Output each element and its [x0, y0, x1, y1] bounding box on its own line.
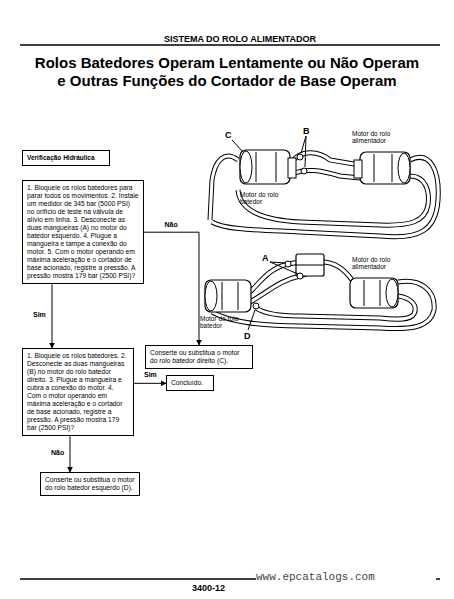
section-header: SISTEMA DO ROLO ALIMENTADOR: [140, 34, 340, 44]
result-box: Conserte ou substitua o motor do rolo ba…: [40, 472, 140, 496]
header-rule: [20, 44, 440, 46]
edge-label: Não: [50, 449, 65, 457]
leader-line: [305, 136, 306, 167]
leader-line: [248, 310, 255, 330]
edge-label: Não: [164, 221, 179, 229]
result-box: Conserte ou substitua o motor do rolo ba…: [145, 345, 253, 369]
box-text: 1. Bloqueie os rolos batedores. 2. Desco…: [27, 352, 129, 432]
edge-label: Sim: [32, 311, 47, 319]
part-label: Motor do rolo alimentador: [352, 130, 408, 145]
result-box: Concluído.: [166, 375, 214, 391]
box-text: Conserte ou substitua o motor do rolo ba…: [150, 349, 248, 365]
page-number: 3400-12: [192, 583, 242, 593]
motor: [240, 150, 410, 184]
part-label: Motor do rolo alimentador: [352, 256, 408, 271]
page-title: Rolos Batedores Operam Lentamente ou Não…: [30, 54, 424, 90]
box-text: 1. Bloqueie os rolos batedores para para…: [27, 184, 139, 280]
part-label: Motor do rolo batedor: [200, 315, 244, 330]
process-box: 1. Bloqueie os rolos batedores. 2. Desco…: [22, 348, 134, 436]
leader-line: [270, 262, 298, 274]
callout-letter: B: [303, 126, 313, 136]
callout-letter: D: [244, 331, 254, 341]
flow-arrow: [144, 232, 199, 345]
flow-arrow: [70, 436, 71, 472]
flow-arrow: [134, 383, 166, 384]
flow-arrow: [52, 284, 53, 348]
box-text: Conserte ou substitua o motor do rolo ba…: [45, 476, 135, 492]
section-tag: Verificação Hidráulica: [22, 150, 110, 166]
box-text: Concluído.: [171, 379, 209, 387]
process-box: 1. Bloqueie os rolos batedores para para…: [22, 180, 144, 284]
part-label: Motor do rolo batedor: [240, 191, 286, 206]
leader-line: [232, 140, 243, 152]
edge-label: Sim: [143, 371, 158, 379]
box-text: Verificação Hidráulica: [27, 154, 105, 162]
callout-letter: A: [262, 253, 272, 263]
watermark: www.epcatalogs.com: [256, 571, 436, 584]
callout-letter: C: [225, 130, 235, 140]
